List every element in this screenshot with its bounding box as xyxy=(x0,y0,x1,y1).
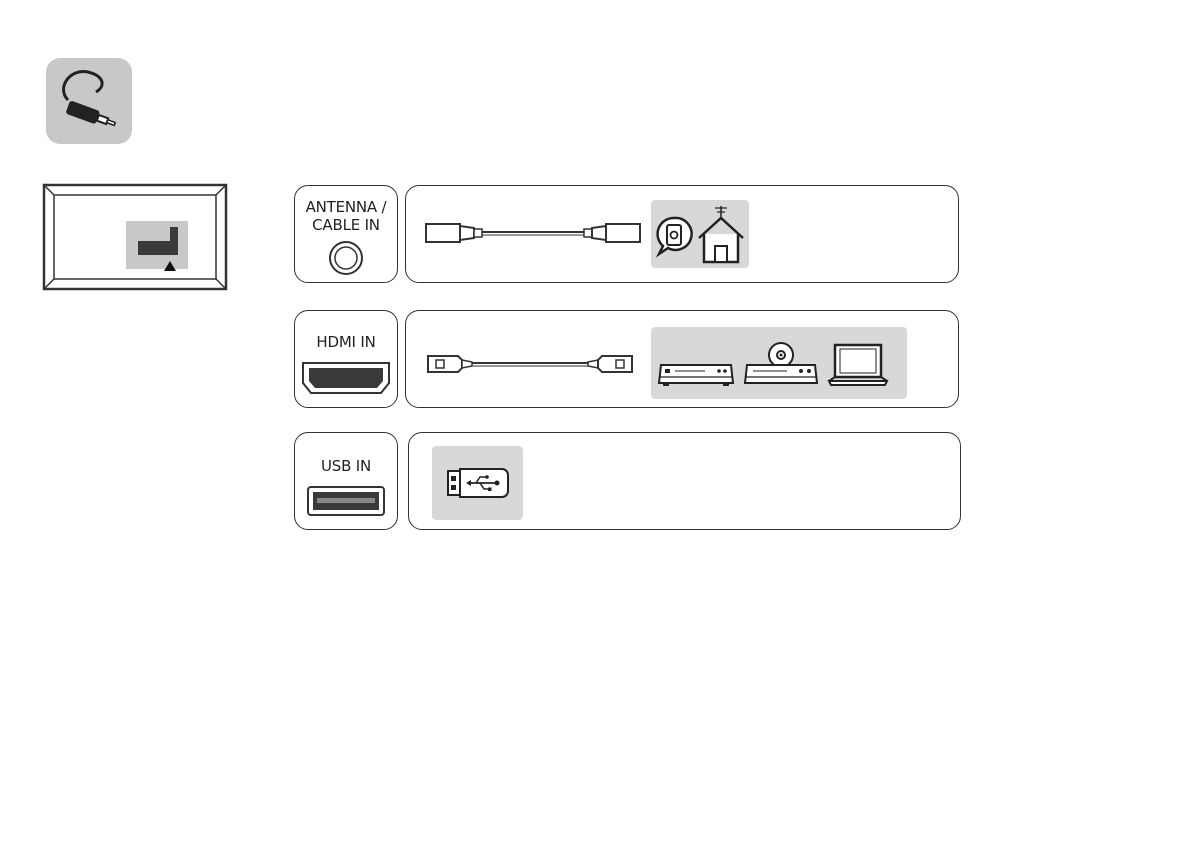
antenna-connection-box xyxy=(405,185,959,283)
usb-port-label: USB IN xyxy=(295,457,397,475)
header-cable-icon-tile xyxy=(46,58,132,144)
usb-device-panel xyxy=(432,446,523,520)
hdmi-port-box: HDMI IN xyxy=(294,310,398,408)
laptop-icon xyxy=(827,343,889,387)
hdmi-port-icon xyxy=(301,359,391,395)
hdmi-devices-panel xyxy=(651,327,907,399)
antenna-source-panel xyxy=(651,200,749,268)
set-top-box-icon xyxy=(657,363,735,387)
hdmi-cable-icon xyxy=(426,349,636,379)
antenna-port-box: ANTENNA / CABLE IN xyxy=(294,185,398,283)
antenna-port-label: ANTENNA / CABLE IN xyxy=(295,198,397,234)
dvd-player-icon xyxy=(743,341,819,387)
coaxial-port-icon xyxy=(326,238,366,278)
usb-drive-icon xyxy=(446,467,510,499)
house-antenna-icon xyxy=(695,204,747,264)
tv-back-panel-icon xyxy=(42,183,228,291)
usb-port-box: USB IN xyxy=(294,432,398,530)
hdmi-connection-box xyxy=(405,310,959,408)
coaxial-cable-icon xyxy=(424,218,644,248)
hdmi-port-label: HDMI IN xyxy=(295,333,397,351)
usb-connection-box xyxy=(408,432,961,530)
wall-outlet-icon xyxy=(655,216,693,256)
cable-plug-icon xyxy=(46,58,132,144)
usb-port-icon xyxy=(306,485,386,517)
